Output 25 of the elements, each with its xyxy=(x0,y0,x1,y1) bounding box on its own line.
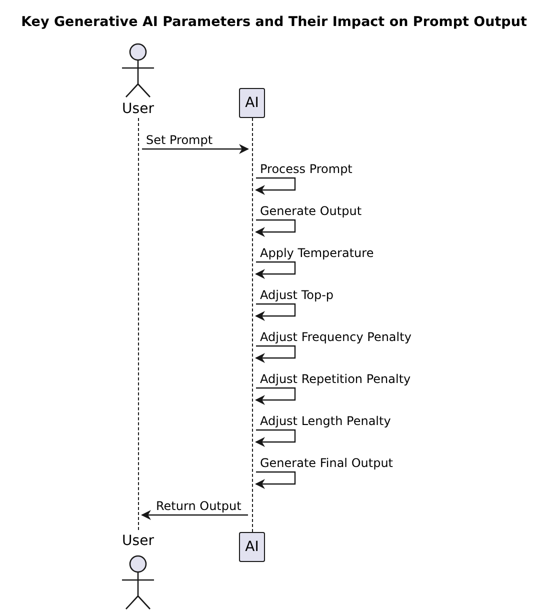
message-label: Apply Temperature xyxy=(260,246,374,260)
participant-box: AI xyxy=(239,88,265,118)
self-message-arrow xyxy=(255,303,296,321)
message-arrow xyxy=(142,144,249,154)
message-label: Set Prompt xyxy=(146,133,213,147)
self-message-arrow xyxy=(255,177,296,195)
message-label: Process Prompt xyxy=(260,162,352,176)
participant-label: User xyxy=(122,533,154,549)
self-message-arrow xyxy=(255,471,296,489)
self-message-arrow xyxy=(255,429,296,447)
participant-label: User xyxy=(122,101,154,117)
self-message-arrow xyxy=(255,387,296,405)
self-message-arrow xyxy=(255,219,296,237)
self-message-arrow xyxy=(255,345,296,363)
participant-box: AI xyxy=(239,532,265,562)
diagram-title: Key Generative AI Parameters and Their Impact on Prompt Output xyxy=(20,15,528,29)
message-label: Generate Final Output xyxy=(260,456,394,470)
message-arrow xyxy=(141,510,248,520)
message-label: Adjust Top-p xyxy=(260,288,334,302)
message-label: Return Output xyxy=(156,499,242,513)
message-label: Adjust Frequency Penalty xyxy=(260,330,412,344)
message-label: Adjust Length Penalty xyxy=(260,414,391,428)
self-message-arrow xyxy=(255,261,296,279)
message-label: Adjust Repetition Penalty xyxy=(260,372,411,386)
message-label: Generate Output xyxy=(260,204,362,218)
